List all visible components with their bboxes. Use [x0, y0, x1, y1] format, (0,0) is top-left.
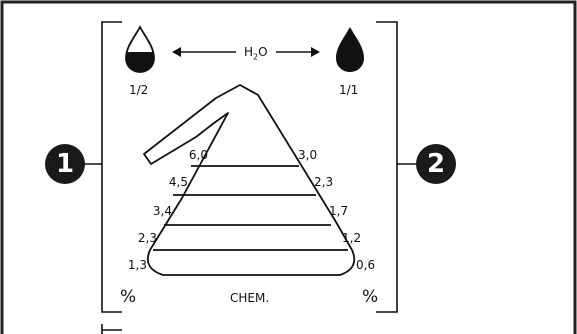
right-scale-label: 2,3 [314, 175, 334, 189]
right-scale-label: 3,0 [298, 148, 318, 162]
flask-outline [143, 84, 356, 276]
h2o-suffix: O [258, 45, 268, 59]
right-scale-label: 1,7 [329, 204, 349, 218]
left-bracket [101, 21, 122, 313]
full-fill-label: 1/1 [339, 83, 359, 97]
left-scale-label: 2,3 [137, 231, 157, 245]
right-scale-label: 0,6 [356, 258, 376, 272]
half-fill-label: 1/2 [129, 83, 149, 97]
measuring-flask [143, 84, 356, 276]
left-scale-label: 1,3 [127, 258, 147, 272]
left-scale-label: 3,4 [152, 204, 172, 218]
left-arrow-icon [172, 47, 236, 57]
chem-label: CHEM. [230, 291, 270, 305]
right-bracket [376, 21, 398, 313]
h2o-prefix: H [244, 45, 254, 59]
right-arrow-icon [276, 47, 320, 57]
callout-2-badge: 2 [416, 144, 456, 184]
callout-1-badge: 1 [45, 144, 85, 184]
half-filled-drop-icon [125, 25, 155, 73]
full-drop-icon [336, 27, 364, 72]
left-scale-label: 4,5 [168, 175, 188, 189]
left-scale-label: 6,0 [188, 148, 208, 162]
left-percent-label: % [120, 287, 137, 307]
right-percent-label: % [362, 287, 379, 307]
right-scale-label: 1,2 [342, 231, 362, 245]
h2o-subscript: 2 [253, 52, 259, 62]
h2o-label: H2O [244, 45, 268, 64]
